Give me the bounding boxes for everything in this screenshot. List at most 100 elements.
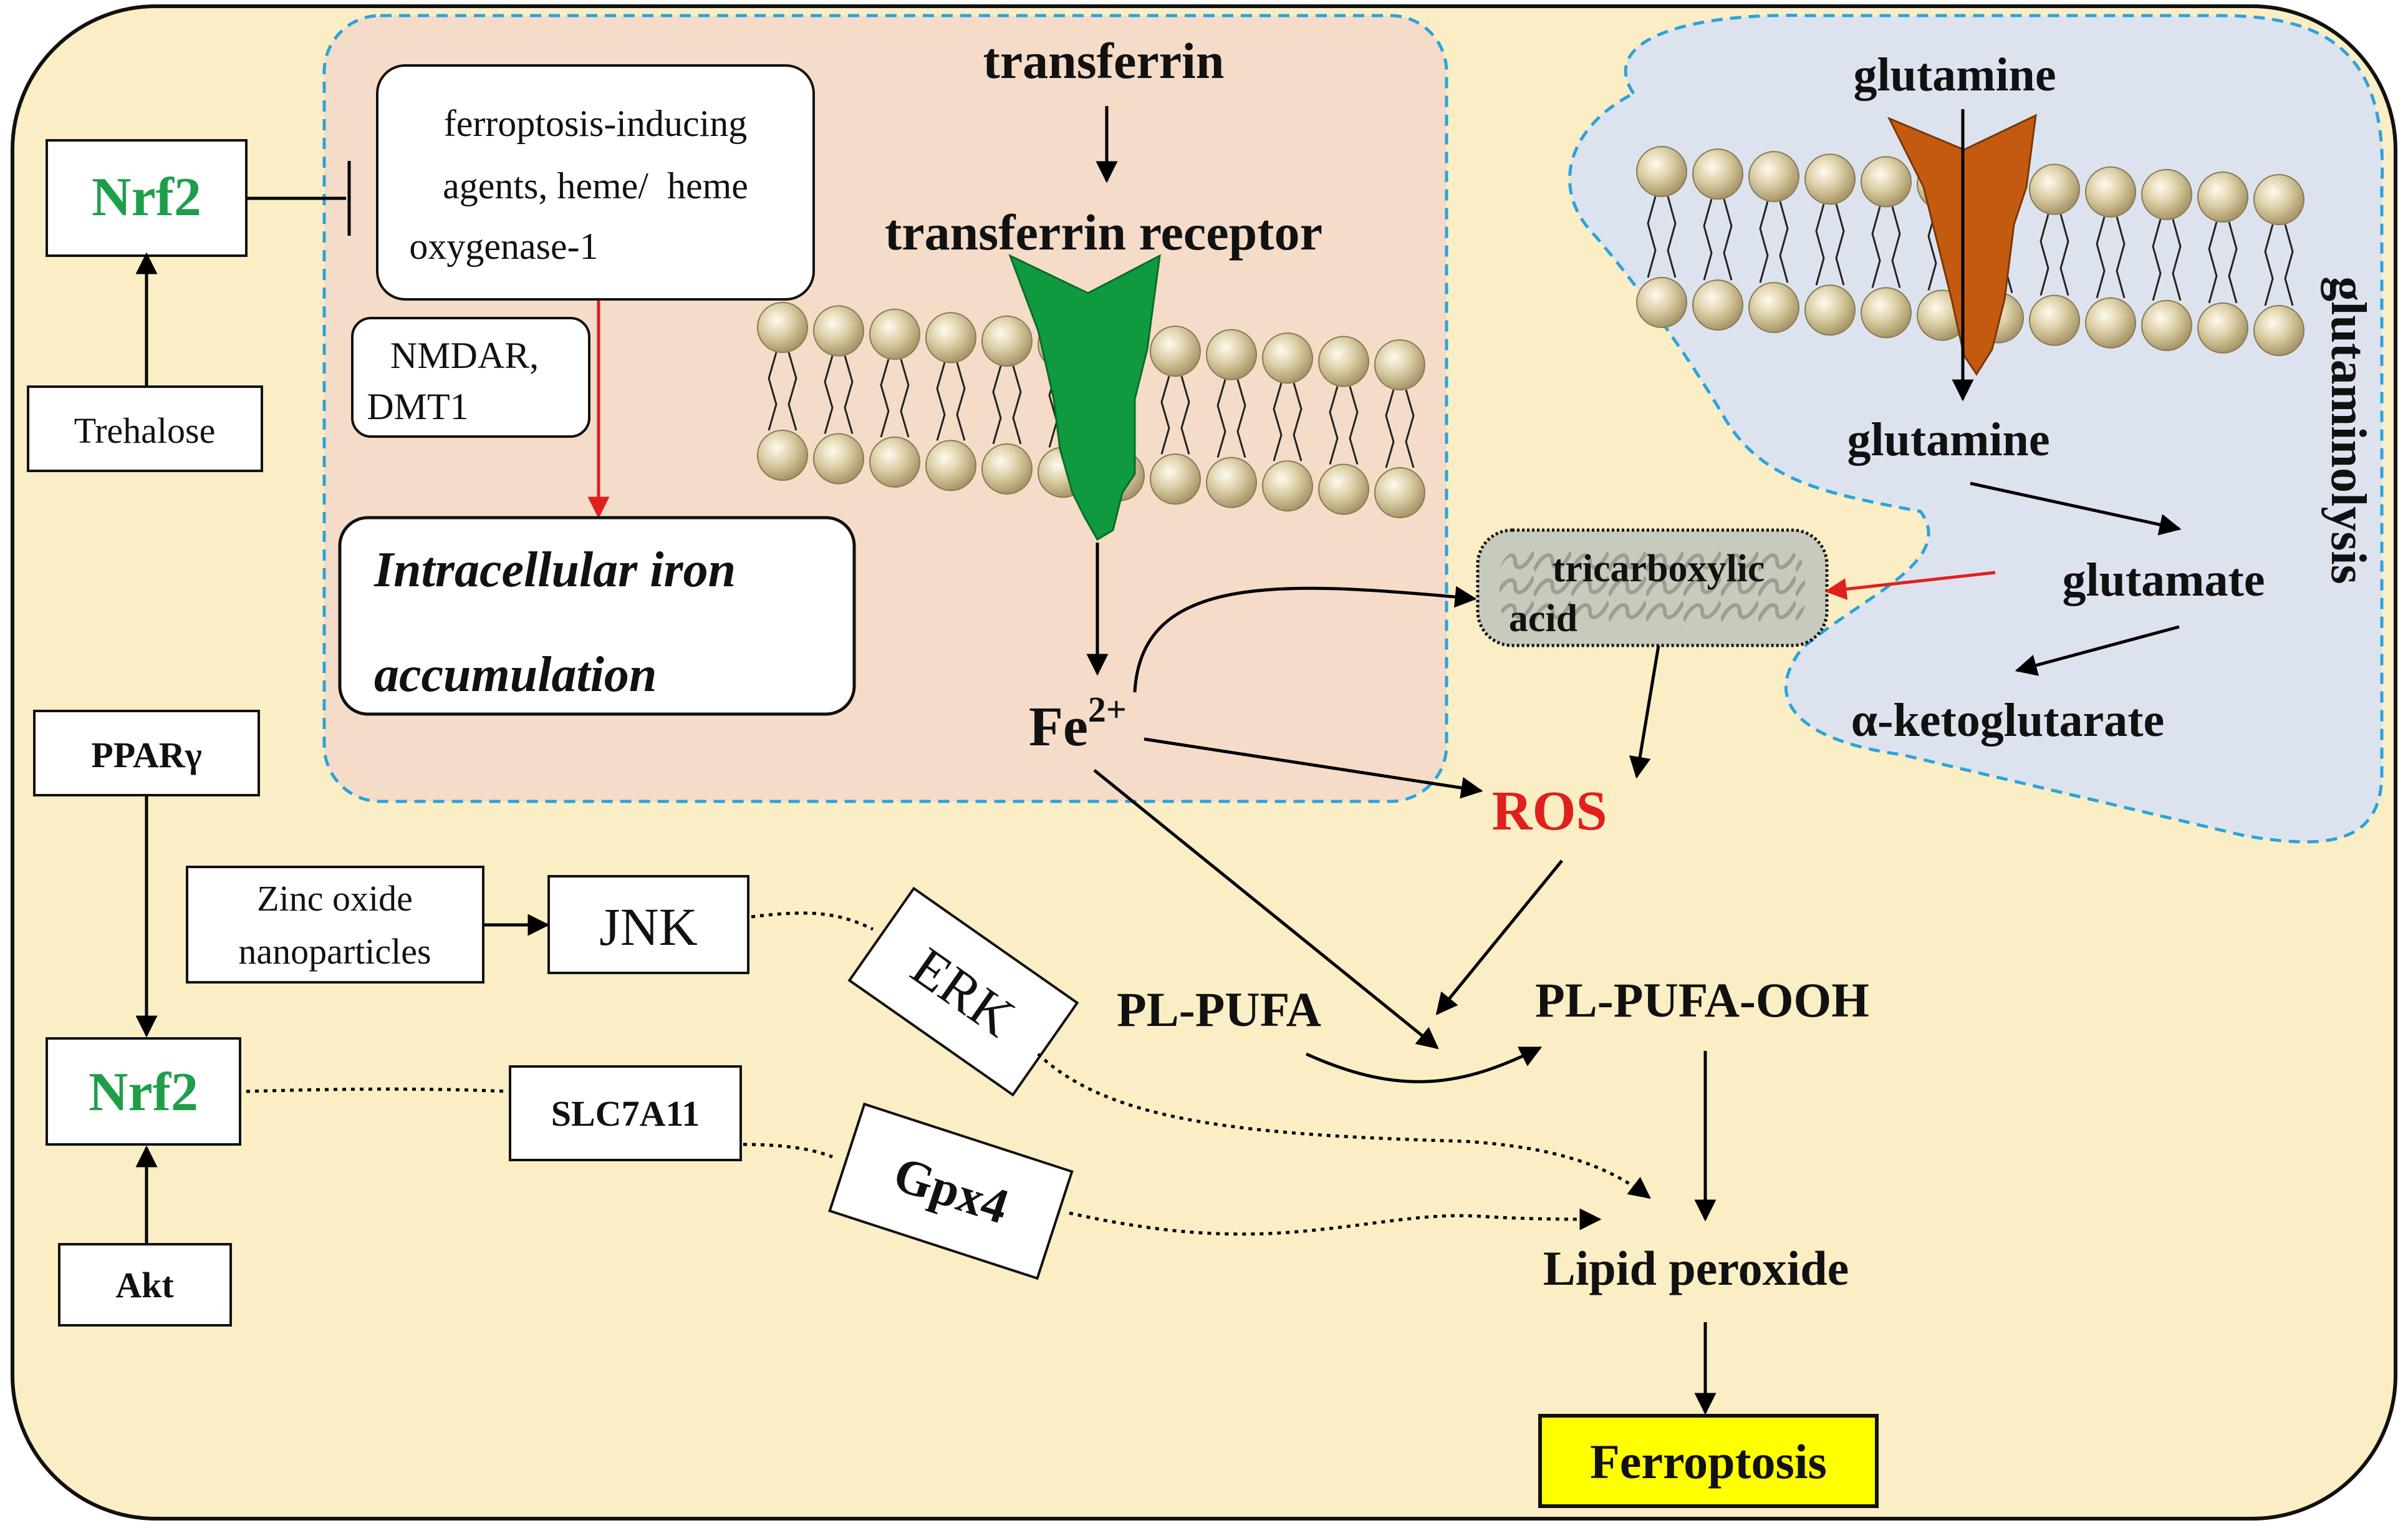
lipid-head — [1150, 326, 1201, 377]
ferroptosis-inducers-box — [376, 64, 815, 301]
lipid-head — [1804, 284, 1856, 336]
lipid-tail — [2040, 214, 2069, 296]
lipid-head — [1636, 146, 1687, 197]
transferrin-receptor-label: transferrin receptor — [885, 204, 1322, 261]
arrow-fe-to-ros — [1144, 737, 1483, 799]
arrow-fe-to-tca — [1133, 586, 1477, 693]
nrf2-top-box — [46, 139, 248, 257]
pl-pufa-label: PL-PUFA — [1117, 982, 1321, 1037]
iron-accumulation-line1: Intracellular iron — [373, 543, 736, 597]
lipid-head — [813, 305, 864, 357]
lipid-head — [2253, 305, 2304, 356]
lipid-head — [1262, 460, 1313, 512]
lipid-tail — [1329, 386, 1359, 465]
lipid-head — [1318, 336, 1369, 387]
dotted-nrf2-to-slc7a11 — [246, 1087, 509, 1093]
lipid-tail — [1871, 206, 1901, 288]
transferrin-label: transferrin — [983, 32, 1224, 89]
fe2-label: Fe2+ — [1029, 689, 1127, 758]
nrf2-bottom-box — [46, 1037, 241, 1146]
lipid-tail — [880, 359, 910, 438]
pl-pufa-ooh-label: PL-PUFA-OOH — [1535, 973, 1869, 1027]
lipid-head — [1692, 148, 1743, 200]
lipid-head — [981, 443, 1033, 495]
nrf2-bottom-label: Nrf2 — [89, 1062, 198, 1123]
jnk-box — [547, 875, 749, 974]
lipid-tail — [768, 352, 797, 431]
nmdar-text-line2: DMT1 — [367, 386, 468, 427]
lipid-tail — [1385, 389, 1415, 468]
nmdar-dmt1-box — [351, 317, 590, 438]
lipid-tail — [1273, 382, 1303, 462]
lipid-head — [1748, 151, 1799, 203]
lipid-head — [2029, 163, 2080, 215]
lipid-head — [757, 430, 808, 481]
lipid-head — [1150, 453, 1201, 505]
inducers-text-line2: agents, heme/ heme — [443, 165, 748, 206]
arrow-glutamate-to-akg — [2015, 625, 2180, 676]
lipid-tail — [2264, 224, 2294, 306]
lipid-tail — [1703, 198, 1733, 281]
lipid-head — [869, 308, 920, 360]
lipid-head — [1636, 277, 1687, 328]
lipid-tail — [1216, 379, 1246, 458]
fe2-charge: 2+ — [1088, 689, 1127, 730]
lipid-head — [1804, 153, 1856, 205]
iron-accumulation-line2: accumulation — [374, 647, 657, 702]
lipid-head — [2141, 168, 2192, 220]
glutamine-mid-label: glutamine — [1847, 413, 2049, 466]
slc7a11-label: SLC7A11 — [551, 1093, 700, 1134]
lipid-tail — [936, 362, 966, 441]
lipid-tail — [2152, 219, 2182, 301]
trehalose-box — [27, 385, 263, 472]
ferroptosis-label: Ferroptosis — [1590, 1434, 1827, 1489]
lipid-head — [2253, 174, 2304, 225]
jnk-label: JNK — [599, 897, 698, 957]
zinc-oxide-line2: nanoparticles — [238, 931, 431, 972]
erk-node: ERK — [847, 886, 1079, 1097]
arrow-ros-to-pl-pufa-ooh — [1435, 859, 1563, 1015]
gpx4-node: Gpx4 — [828, 1102, 1074, 1280]
lipid-tail — [824, 355, 854, 434]
nrf2-top-label: Nrf2 — [92, 167, 201, 228]
lipid-tail — [1815, 203, 1845, 286]
akt-box — [58, 1243, 232, 1327]
transferrin-receptor-shape — [1008, 254, 1161, 541]
trehalose-label: Trehalose — [74, 410, 216, 451]
lipid-head — [757, 302, 808, 353]
lipid-head — [981, 315, 1033, 367]
akt-label: Akt — [115, 1265, 174, 1305]
lipid-tail — [1647, 196, 1677, 278]
erk-box — [847, 886, 1079, 1097]
alpha-ketoglutarate-label: α-ketoglutarate — [1851, 694, 2165, 747]
inducers-text-line3: oxygenase-1 — [409, 226, 598, 267]
lipid-head — [2197, 302, 2248, 354]
gpx4-box — [828, 1102, 1074, 1280]
red-arrow-glutamate-to-tca — [1824, 571, 1996, 600]
ppar-gamma-label: PPARγ — [91, 735, 201, 775]
nmdar-text-line1: NMDAR, — [390, 335, 539, 376]
arrow-glutamine-to-glutamate — [1970, 481, 2182, 536]
lipid-head — [2085, 166, 2136, 218]
lipid-tail — [992, 365, 1022, 445]
glutamate-label: glutamate — [2062, 554, 2265, 606]
lipid-head — [1318, 463, 1369, 515]
lipid-tail — [2096, 216, 2126, 299]
arrow-tca-to-ros — [1629, 645, 1660, 779]
lipid-head — [2085, 297, 2136, 349]
lipid-head — [1206, 457, 1257, 508]
lipid-head — [1206, 329, 1257, 380]
tca-label-line1: tricarboxylic — [1553, 548, 1765, 590]
arrow-pl-pufa-to-ooh — [1305, 1046, 1543, 1083]
iron-accumulation-box — [338, 516, 856, 716]
lipid-tail — [2208, 221, 2238, 304]
glutaminolysis-region — [1568, 14, 2384, 844]
lipid-tail — [1759, 201, 1789, 283]
lipid-head — [925, 312, 976, 364]
lipid-head — [1374, 339, 1425, 390]
slc7a11-box — [509, 1065, 742, 1161]
lipid-head — [1748, 282, 1799, 334]
lipid-head — [925, 440, 976, 491]
ros-label: ROS — [1491, 780, 1607, 842]
tca-label-line2: acid — [1509, 597, 1577, 640]
